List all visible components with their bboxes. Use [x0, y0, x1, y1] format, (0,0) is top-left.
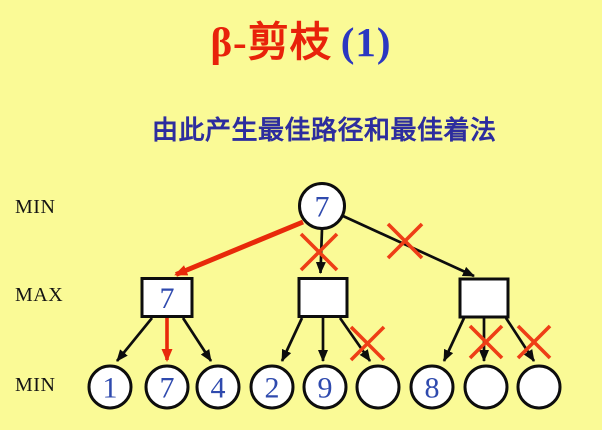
leaf-node-2: [144, 364, 190, 410]
leaf-value: 9: [318, 372, 333, 405]
node-values: 7 7 1 7 4 2 9 8: [103, 191, 440, 405]
max-node-right: [458, 277, 510, 319]
pruning-cross-mid-leaf: [349, 325, 386, 362]
leaf-value: 2: [265, 372, 280, 405]
edge-leftsq-to-leaf1: [115, 317, 154, 362]
pruning-cross-root-right: [386, 222, 424, 260]
level-label-min-bottom: MIN: [15, 374, 56, 396]
pruning-cross-right-leaf-right: [516, 324, 552, 360]
root-node-value: 7: [315, 191, 330, 224]
title-main-text: β-剪枝: [210, 19, 332, 65]
leaf-value: 8: [425, 372, 440, 405]
max-node-mid: [297, 277, 349, 318]
max-node-left-value: 7: [160, 282, 175, 315]
edge-leftsq-to-leaf4: [181, 317, 213, 362]
level-label-max: MAX: [15, 284, 64, 306]
slide-title: β-剪枝(1): [0, 18, 602, 66]
slide-subtitle: 由此产生最佳路径和最佳着法: [152, 116, 497, 145]
cross-stroke: [468, 324, 504, 360]
level-label-min-top: MIN: [15, 196, 56, 218]
best-path-arrows: [161, 219, 304, 362]
leaf-value: 1: [103, 372, 118, 405]
edge-midsq-to-leaf2: [280, 317, 304, 362]
root-min-node: [298, 182, 346, 230]
cross-stroke: [299, 232, 339, 272]
leaf-node-3: [195, 364, 241, 410]
title-number-text: (1): [340, 19, 392, 65]
cross-stroke: [516, 324, 552, 360]
pruning-crosses: [299, 222, 552, 362]
leaf-value: 4: [211, 372, 226, 405]
tree-nodes: [87, 182, 562, 410]
best-path-arrow-root-to-leftsq: [174, 219, 304, 277]
leaf-node-5: [302, 364, 348, 410]
leaf-node-6: [355, 364, 401, 410]
pruning-cross-right-leaf-mid: [468, 324, 504, 360]
leaf-value: 7: [160, 372, 175, 405]
cross-stroke: [349, 325, 386, 362]
leaf-node-8: [463, 364, 509, 410]
cross-stroke: [386, 222, 424, 260]
leaf-node-7: [409, 364, 455, 410]
leaf-node-1: [87, 364, 133, 410]
edge-midsq-to-leaf6-pruned: [338, 317, 372, 362]
leaf-node-9: [516, 364, 562, 410]
edge-rightsq-to-leaf8: [442, 317, 466, 362]
leaf-node-4: [249, 364, 295, 410]
edge-rightsq-to-leaf-right-pruned: [504, 317, 536, 362]
pruning-cross-root-mid: [299, 232, 339, 272]
max-node-left: [140, 277, 194, 318]
